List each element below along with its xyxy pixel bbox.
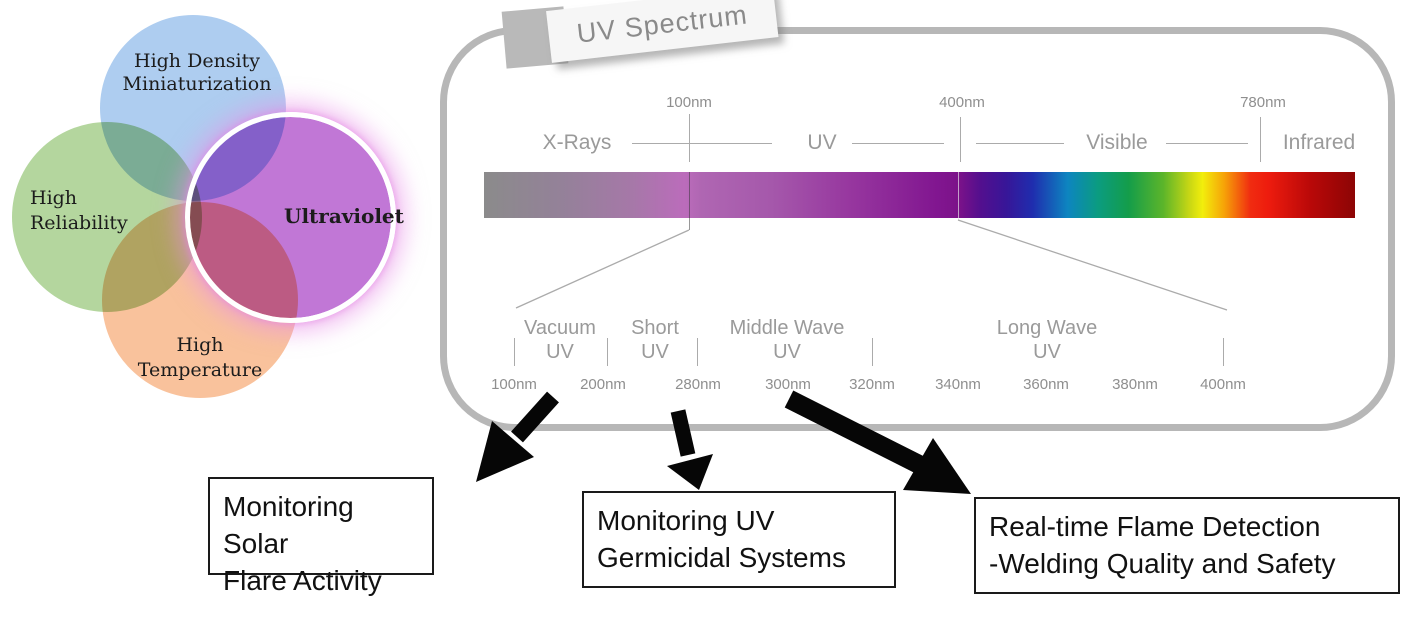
venn-label-high-reliability: High Reliability — [30, 187, 128, 234]
uv-spectrum-panel — [440, 27, 1395, 431]
app-box-germicidal: Monitoring UV Germicidal Systems — [582, 491, 896, 588]
tick-line-100nm — [689, 114, 690, 162]
detail-tick-280nm: 280nm — [675, 376, 721, 393]
region-label-long-wave-uv: Long Wave UV — [996, 317, 1098, 363]
venn-diagram: High Density Miniaturization High Reliab… — [0, 0, 440, 430]
tick-line-400nm — [960, 117, 961, 162]
app-box-solar-flare: Monitoring Solar Flare Activity — [208, 477, 434, 596]
detail-tick-340nm: 340nm — [935, 376, 981, 393]
detail-tick-200nm: 200nm — [580, 376, 626, 393]
tick-line-780nm — [1260, 117, 1261, 162]
band-label-visible: Visible — [1086, 131, 1148, 154]
detail-tick-320nm: 320nm — [849, 376, 895, 393]
detail-sep-280nm — [697, 338, 698, 366]
region-label-vacuum-uv: Vacuum UV — [524, 317, 596, 363]
detail-sep-200nm — [607, 338, 608, 366]
band-line-2 — [852, 143, 944, 144]
venn-label-high-density: High Density Miniaturization — [122, 50, 272, 95]
overview-tick-100nm: 100nm — [666, 94, 712, 111]
region-label-short-uv: Short UV — [631, 317, 679, 363]
band-line-1 — [632, 143, 772, 144]
detail-sep-100nm — [514, 338, 515, 366]
band-label-uv: UV — [807, 131, 837, 154]
detail-sep-400nm — [1223, 338, 1224, 366]
spectrum-gradient-bar — [484, 172, 1355, 218]
venn-label-high-temperature: High Temperature — [137, 334, 263, 381]
detail-sep-320nm — [872, 338, 873, 366]
bar-divider-400nm — [958, 172, 959, 220]
band-label-xrays: X-Rays — [542, 131, 612, 154]
detail-tick-360nm: 360nm — [1023, 376, 1069, 393]
venn-label-ultraviolet: Ultraviolet — [284, 204, 404, 228]
band-label-infrared: Infrared — [1282, 131, 1356, 154]
band-line-4 — [1166, 143, 1248, 144]
detail-tick-380nm: 380nm — [1112, 376, 1158, 393]
overview-tick-780nm: 780nm — [1240, 94, 1286, 111]
overview-tick-400nm: 400nm — [939, 94, 985, 111]
ultraviolet-highlight-ring — [185, 112, 396, 323]
detail-tick-300nm: 300nm — [765, 376, 811, 393]
app-box-flame-detection: Real-time Flame Detection -Welding Quali… — [974, 497, 1400, 594]
detail-tick-100nm: 100nm — [491, 376, 537, 393]
band-line-3 — [976, 143, 1064, 144]
detail-tick-400nm: 400nm — [1200, 376, 1246, 393]
bar-divider-100nm — [689, 172, 690, 230]
region-label-middle-wave-uv: Middle Wave UV — [729, 317, 845, 363]
